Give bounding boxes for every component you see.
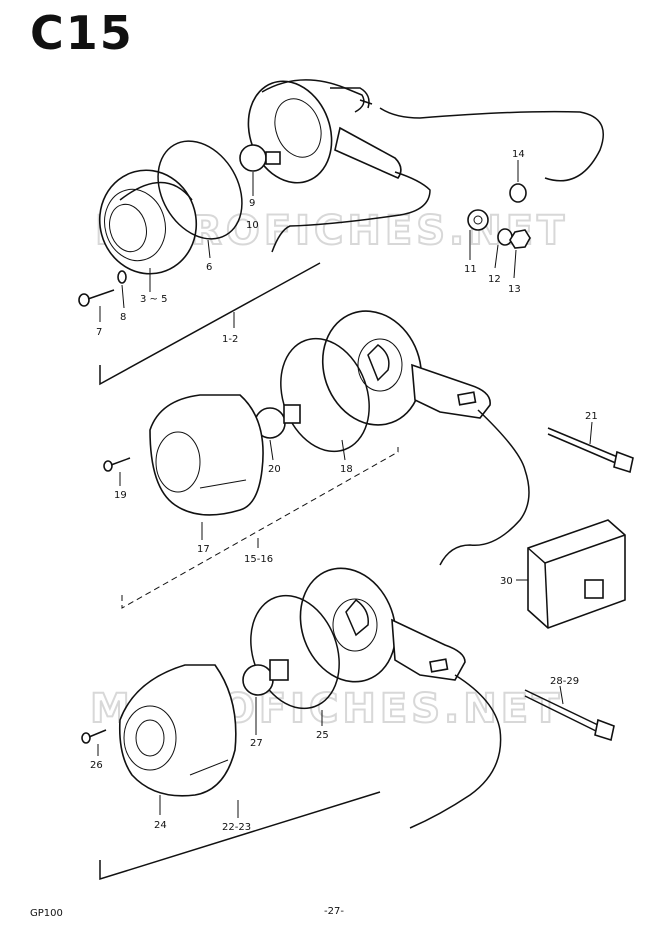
group-bracket-15-16 [121,447,399,609]
bulb-part [242,659,289,696]
callout-group-22-23: 22-23 [222,822,251,833]
callout-group-15-16: 15-16 [244,554,273,565]
callout-labels: 3 ~ 5 6 7 8 9 10 11 12 13 14 1-2 17 18 1… [90,149,598,833]
callout-12: 12 [488,274,501,285]
housing-part [247,79,402,184]
callout-10: 10 [246,220,259,231]
housing-part [299,567,466,683]
wire-harness-top [379,107,604,182]
callout-30: 30 [500,576,513,587]
wire-lead [409,674,502,829]
wire-lead [439,409,530,566]
callout-26: 26 [90,760,103,771]
leader-lines [97,160,593,818]
callout-20: 20 [268,464,281,475]
bolt-part [547,427,634,474]
page-title: C15 [30,6,134,60]
callout-17: 17 [197,544,210,555]
callout-3-5: 3 ~ 5 [140,294,167,305]
group-bracket-1-2 [99,262,321,386]
nut-part [509,229,531,249]
lens-part [118,664,237,797]
turn-signal-assembly-15-16 [103,310,634,609]
callout-24: 24 [154,820,167,831]
gasket-ring [157,140,243,240]
lens-part [98,169,198,275]
group-bracket-22-23 [99,791,381,881]
bolt-part [524,689,615,742]
ring-terminal-part [509,183,527,203]
housing-part [321,310,491,426]
screw-part [81,729,107,744]
callout-group-1-2: 1-2 [222,334,238,345]
screw-part [103,457,131,472]
callout-27: 27 [250,738,263,749]
callout-7: 7 [96,327,102,338]
washer-part [117,270,127,284]
callout-9: 9 [249,198,255,209]
callout-6: 6 [206,262,212,273]
callout-28-29: 28-29 [550,676,579,687]
callout-11: 11 [464,264,477,275]
callout-8: 8 [120,312,126,323]
bulb-part [239,144,281,172]
turn-signal-assembly-22-23 [81,567,615,881]
callout-25: 25 [316,730,329,741]
lens-part [149,394,264,516]
callout-13: 13 [508,284,521,295]
flasher-relay-part [527,519,626,629]
footer-model: GP100 [30,908,63,919]
footer-page-number: -27- [324,906,344,917]
lock-washer-part [497,228,513,246]
turn-signal-assembly-1-2 [78,79,604,386]
flat-washer-part [467,209,489,231]
screw-part [78,289,115,307]
callout-19: 19 [114,490,127,501]
callout-18: 18 [340,464,353,475]
callout-14: 14 [512,149,525,160]
callout-21: 21 [585,411,598,422]
bulb-part [254,404,301,439]
